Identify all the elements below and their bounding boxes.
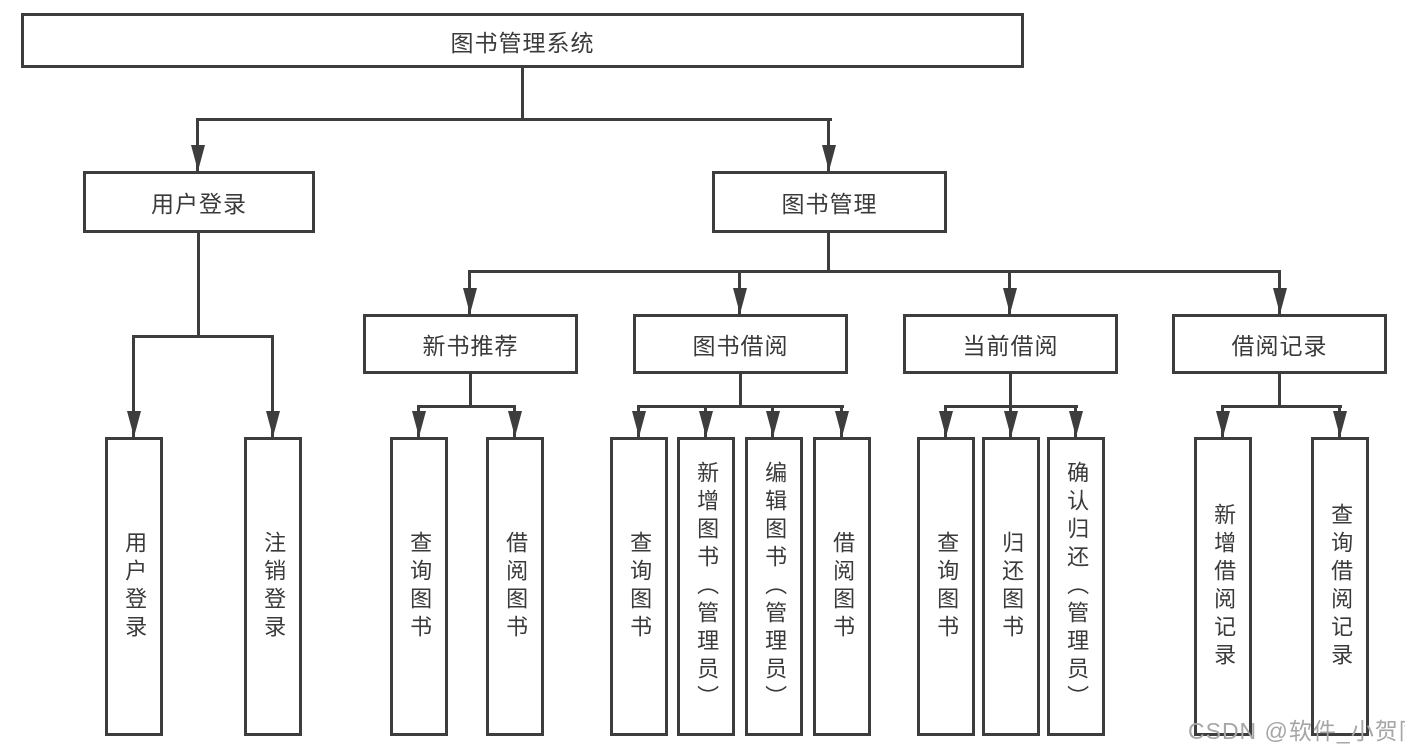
arrowhead-down [412, 411, 426, 437]
leaf-query-borrow-record: 查询借阅记录 [1311, 437, 1369, 736]
node-label: 查询图书 [407, 530, 433, 643]
node-label: 图书管理 [781, 191, 878, 217]
connector-line [468, 270, 1281, 273]
connector-line [827, 232, 830, 270]
leaf-borrow-books-borrowing: 借阅图书 [813, 437, 871, 736]
leaf-edit-books-admin: 编辑图书（管理员） [745, 437, 803, 736]
watermark-text: CSDN @软件_小贺同学 [1188, 718, 1405, 744]
arrowhead-down [1333, 411, 1347, 437]
arrowhead-down [632, 411, 646, 437]
connector-line [417, 405, 516, 408]
leaf-user-login: 用户登录 [105, 437, 163, 736]
arrowhead-down [766, 411, 780, 437]
arrowhead-down [127, 411, 141, 437]
connector-line [827, 118, 830, 171]
node-label: 新增图书（管理员） [694, 460, 720, 713]
arrowhead-down [1069, 411, 1083, 437]
arrowhead-down [463, 288, 477, 314]
connector-line [637, 405, 844, 408]
node-current-borrowing: 当前借阅 [903, 314, 1118, 374]
leaf-logout: 注销登录 [244, 437, 302, 736]
node-label: 归还图书 [999, 530, 1025, 643]
arrowhead-down [835, 411, 849, 437]
node-label: 借阅图书 [830, 530, 856, 643]
connector-line [132, 335, 274, 338]
leaf-query-books-recommend: 查询图书 [390, 437, 448, 736]
leaf-borrow-books-recommend: 借阅图书 [486, 437, 544, 736]
leaf-query-books-borrowing: 查询图书 [610, 437, 668, 736]
leaf-add-books-admin: 新增图书（管理员） [677, 437, 735, 736]
arrowhead-down [939, 411, 953, 437]
arrowhead-down [266, 411, 280, 437]
connector-line [196, 118, 199, 171]
connector-line [1278, 374, 1281, 405]
node-label: 用户登录 [151, 191, 247, 217]
arrowhead-down [1003, 288, 1017, 314]
node-library-system: 图书管理系统 [21, 13, 1024, 68]
leaf-add-borrow-record: 新增借阅记录 [1194, 437, 1252, 736]
arrowhead-down [822, 145, 836, 171]
node-label: 确认归还（管理员） [1064, 460, 1090, 713]
node-user-login: 用户登录 [83, 171, 315, 233]
connector-line [271, 335, 274, 437]
arrowhead-down [1216, 411, 1230, 437]
node-label: 图书借阅 [692, 333, 789, 359]
node-label: 查询借阅记录 [1328, 502, 1354, 671]
arrowhead-down [1004, 411, 1018, 437]
leaf-query-books-current: 查询图书 [917, 437, 975, 736]
connector-line [739, 374, 742, 405]
node-label: 借阅图书 [503, 530, 529, 643]
node-label: 图书管理系统 [450, 29, 595, 56]
arrowhead-down [733, 288, 747, 314]
arrowhead-down [508, 411, 522, 437]
connector-line [521, 68, 524, 118]
arrowhead-down [191, 145, 205, 171]
connector-line [196, 118, 832, 121]
leaf-confirm-return-admin: 确认归还（管理员） [1047, 437, 1105, 736]
node-book-management: 图书管理 [712, 171, 947, 233]
leaf-return-books: 归还图书 [982, 437, 1040, 736]
connector-line [469, 374, 472, 405]
node-label: 查询图书 [934, 530, 960, 643]
node-label: 新增借阅记录 [1211, 502, 1237, 671]
arrowhead-down [699, 411, 713, 437]
node-new-book-recommend: 新书推荐 [363, 314, 578, 374]
node-label: 用户登录 [122, 530, 148, 643]
node-label: 借阅记录 [1231, 333, 1328, 359]
node-book-borrowing: 图书借阅 [633, 314, 848, 374]
connector-line [1221, 405, 1342, 408]
connector-line [132, 335, 135, 437]
node-label: 注销登录 [261, 530, 287, 643]
connector-line [1009, 374, 1012, 405]
connector-line [197, 233, 200, 335]
node-label: 编辑图书（管理员） [762, 460, 788, 713]
node-label: 新书推荐 [422, 333, 519, 359]
node-label: 查询图书 [627, 530, 653, 643]
node-label: 当前借阅 [962, 333, 1059, 359]
node-borrow-records: 借阅记录 [1172, 314, 1387, 374]
arrowhead-down [1273, 288, 1287, 314]
